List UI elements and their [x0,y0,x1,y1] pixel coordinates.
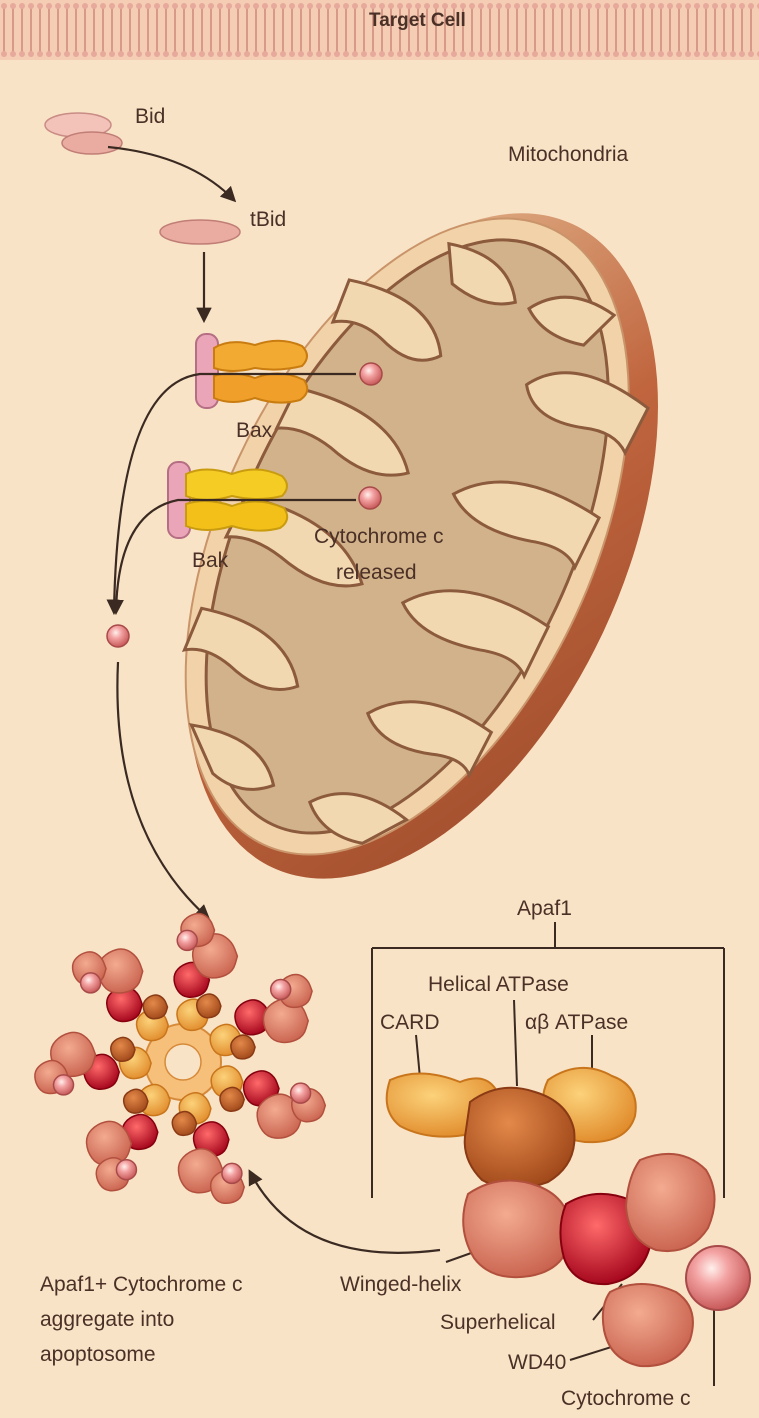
mitochondria-label: Mitochondria [508,142,628,167]
helical-atpase-label: Helical ATPase [428,972,569,997]
apoptosome-helical [172,1112,196,1136]
superhelical-label: Superhelical [440,1310,556,1335]
winged-helix-label: Winged-helix [340,1272,461,1297]
apoptosome-cytochrome-c [81,973,101,993]
ab-atpase-label: αβ ATPase [525,1010,628,1035]
apoptosome-cytochrome-c [116,1160,136,1180]
apoptosome-helical [124,1089,148,1113]
apoptosome-helical [143,995,167,1019]
apoptosome-hub-center [165,1044,201,1080]
card-label: CARD [380,1010,440,1035]
apaf1-label: Apaf1 [517,896,572,921]
aggregate-label-line1: Apaf1+ Cytochrome c [40,1272,243,1297]
apoptosome-cytochrome-c [291,1083,311,1103]
bid-to-tbid-arrow [108,147,234,200]
aggregate-label-line3: apoptosome [40,1342,156,1367]
apoptosome-cytochrome-c [177,930,197,950]
cytochrome-released-label-line1: Cytochrome c [314,524,444,549]
wd40-domain [603,1284,693,1366]
cytochrome-released-label-line2: released [336,560,417,585]
cytochrome-c-label: Cytochrome c [561,1386,691,1411]
wd40-label: WD40 [508,1350,566,1375]
bax-label: Bax [236,418,272,443]
aggregate-label-line2: aggregate into [40,1307,174,1332]
apoptosome-cytochrome-c [271,980,291,1000]
target-cell-title: Target Cell [369,10,466,33]
cytochrome-c-sphere [107,625,129,647]
bid-label: Bid [135,104,165,129]
winged-helix-domain [463,1181,570,1278]
helical-atpase-domain [465,1088,575,1189]
apoptosome-helical [111,1037,135,1061]
apoptosome-helical [197,994,221,1018]
wd40-domain-upper [626,1154,715,1251]
tbid-protein [160,220,240,244]
apoptosome-helical [220,1087,244,1111]
apoptosome-cytochrome-c [54,1075,74,1095]
cytochrome-c-sphere [359,487,381,509]
apaf1-to-apoptosome-arrow [250,1172,440,1253]
apoptosome-helical [231,1035,255,1059]
apoptosome-cytochrome-c [222,1163,242,1183]
cytochrome-c-model [686,1246,750,1310]
cytochrome-c-sphere [360,363,382,385]
bak-label: Bak [192,548,228,573]
tbid-label: tBid [250,207,286,232]
apoptosome [35,914,325,1204]
